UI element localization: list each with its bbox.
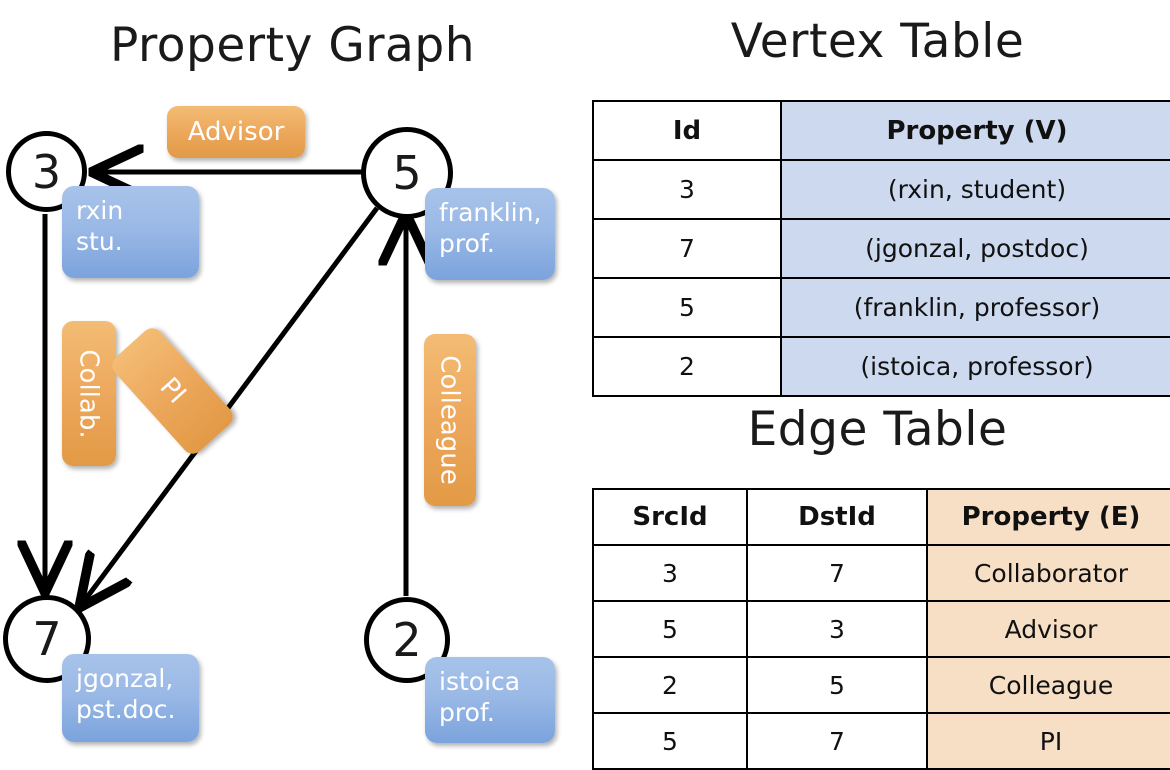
vertex-table-cell-id: 2 <box>592 336 782 397</box>
vertex-property-box-rxin: rxin stu. <box>62 186 199 278</box>
vertex-property-line-1: franklin, <box>439 198 542 227</box>
edge-table-header-dstid: DstId <box>746 488 928 546</box>
edge-label-collab: Collab. <box>74 348 104 439</box>
edge-label-box-collab: Collab. <box>62 321 116 466</box>
edge-table-cell-dstid: 7 <box>746 544 928 602</box>
edge-label-advisor: Advisor <box>187 117 285 147</box>
edge-table-cell-property: PI <box>926 712 1170 770</box>
graph-node-2[interactable]: 2 <box>364 597 450 683</box>
edge-table: SrcId DstId Property (E) 3 7 Collaborato… <box>592 488 1170 770</box>
graph-node-3-label: 3 <box>31 144 62 199</box>
edge-table-cell-srcid: 2 <box>592 656 748 714</box>
edge-label-box-advisor: Advisor <box>167 106 305 158</box>
vertex-property-line-1: jgonzal, <box>76 664 174 693</box>
vertex-table-header-id: Id <box>592 100 782 161</box>
vertex-property-box-franklin: franklin, prof. <box>425 188 555 280</box>
vertex-table-cell-property: (rxin, student) <box>780 159 1170 220</box>
edge-table-cell-property: Advisor <box>926 600 1170 658</box>
table-row: 5 (franklin, professor) <box>592 277 1170 338</box>
table-row: 2 (istoica, professor) <box>592 336 1170 397</box>
edge-label-pi: PI <box>153 372 192 410</box>
graph-node-5-label: 5 <box>392 146 422 200</box>
vertex-property-line-2: stu. <box>76 226 123 256</box>
graph-edge-lines <box>0 0 585 760</box>
edge-table-cell-dstid: 7 <box>746 712 928 770</box>
vertex-table-cell-id: 7 <box>592 218 782 279</box>
graph-node-7-label: 7 <box>32 612 62 666</box>
vertex-property-line-2: prof. <box>439 697 495 727</box>
table-header-row: Id Property (V) <box>592 100 1170 161</box>
vertex-table-cell-property: (jgonzal, postdoc) <box>780 218 1170 279</box>
table-row: 5 3 Advisor <box>592 600 1170 658</box>
edge-5-to-7 <box>82 206 380 604</box>
vertex-property-box-istoica: istoica prof. <box>425 657 555 743</box>
table-row: 2 5 Colleague <box>592 656 1170 714</box>
vertex-table: Id Property (V) 3 (rxin, student) 7 (jgo… <box>592 100 1170 397</box>
page-title-edge-table: Edge Table <box>747 402 1008 457</box>
edge-table-cell-srcid: 3 <box>592 544 748 602</box>
vertex-table-cell-property: (istoica, professor) <box>780 336 1170 397</box>
vertex-table-cell-id: 5 <box>592 277 782 338</box>
table-header-row: SrcId DstId Property (E) <box>592 488 1170 546</box>
edge-table-header-property: Property (E) <box>926 488 1170 546</box>
vertex-property-line-1: istoica <box>439 667 521 696</box>
property-graph-diagram: 3 5 7 2 rxin stu. franklin, prof. jgonza… <box>0 0 585 760</box>
table-row: 7 (jgonzal, postdoc) <box>592 218 1170 279</box>
edge-table-cell-property: Colleague <box>926 656 1170 714</box>
vertex-table-header-property: Property (V) <box>780 100 1170 161</box>
table-row: 3 7 Collaborator <box>592 544 1170 602</box>
vertex-property-line-2: prof. <box>439 228 495 258</box>
edge-table-header-srcid: SrcId <box>592 488 748 546</box>
graph-node-2-label: 2 <box>392 613 422 667</box>
table-row: 5 7 PI <box>592 712 1170 770</box>
table-row: 3 (rxin, student) <box>592 159 1170 220</box>
vertex-table-cell-property: (franklin, professor) <box>780 277 1170 338</box>
edge-table-cell-srcid: 5 <box>592 712 748 770</box>
page-title-vertex-table: Vertex Table <box>730 14 1025 69</box>
vertex-table-cell-id: 3 <box>592 159 782 220</box>
edge-label-box-colleague: Colleague <box>424 334 476 506</box>
edge-table-cell-dstid: 5 <box>746 656 928 714</box>
edge-table-cell-srcid: 5 <box>592 600 748 658</box>
edge-label-colleague: Colleague <box>435 355 466 485</box>
page-title-property-graph: Property Graph <box>110 18 475 73</box>
vertex-property-box-jgonzal: jgonzal, pst.doc. <box>62 654 199 742</box>
edge-table-cell-dstid: 3 <box>746 600 928 658</box>
vertex-property-line-2: pst.doc. <box>76 694 176 724</box>
edge-table-cell-property: Collaborator <box>926 544 1170 602</box>
vertex-property-line-1: rxin <box>76 196 124 225</box>
